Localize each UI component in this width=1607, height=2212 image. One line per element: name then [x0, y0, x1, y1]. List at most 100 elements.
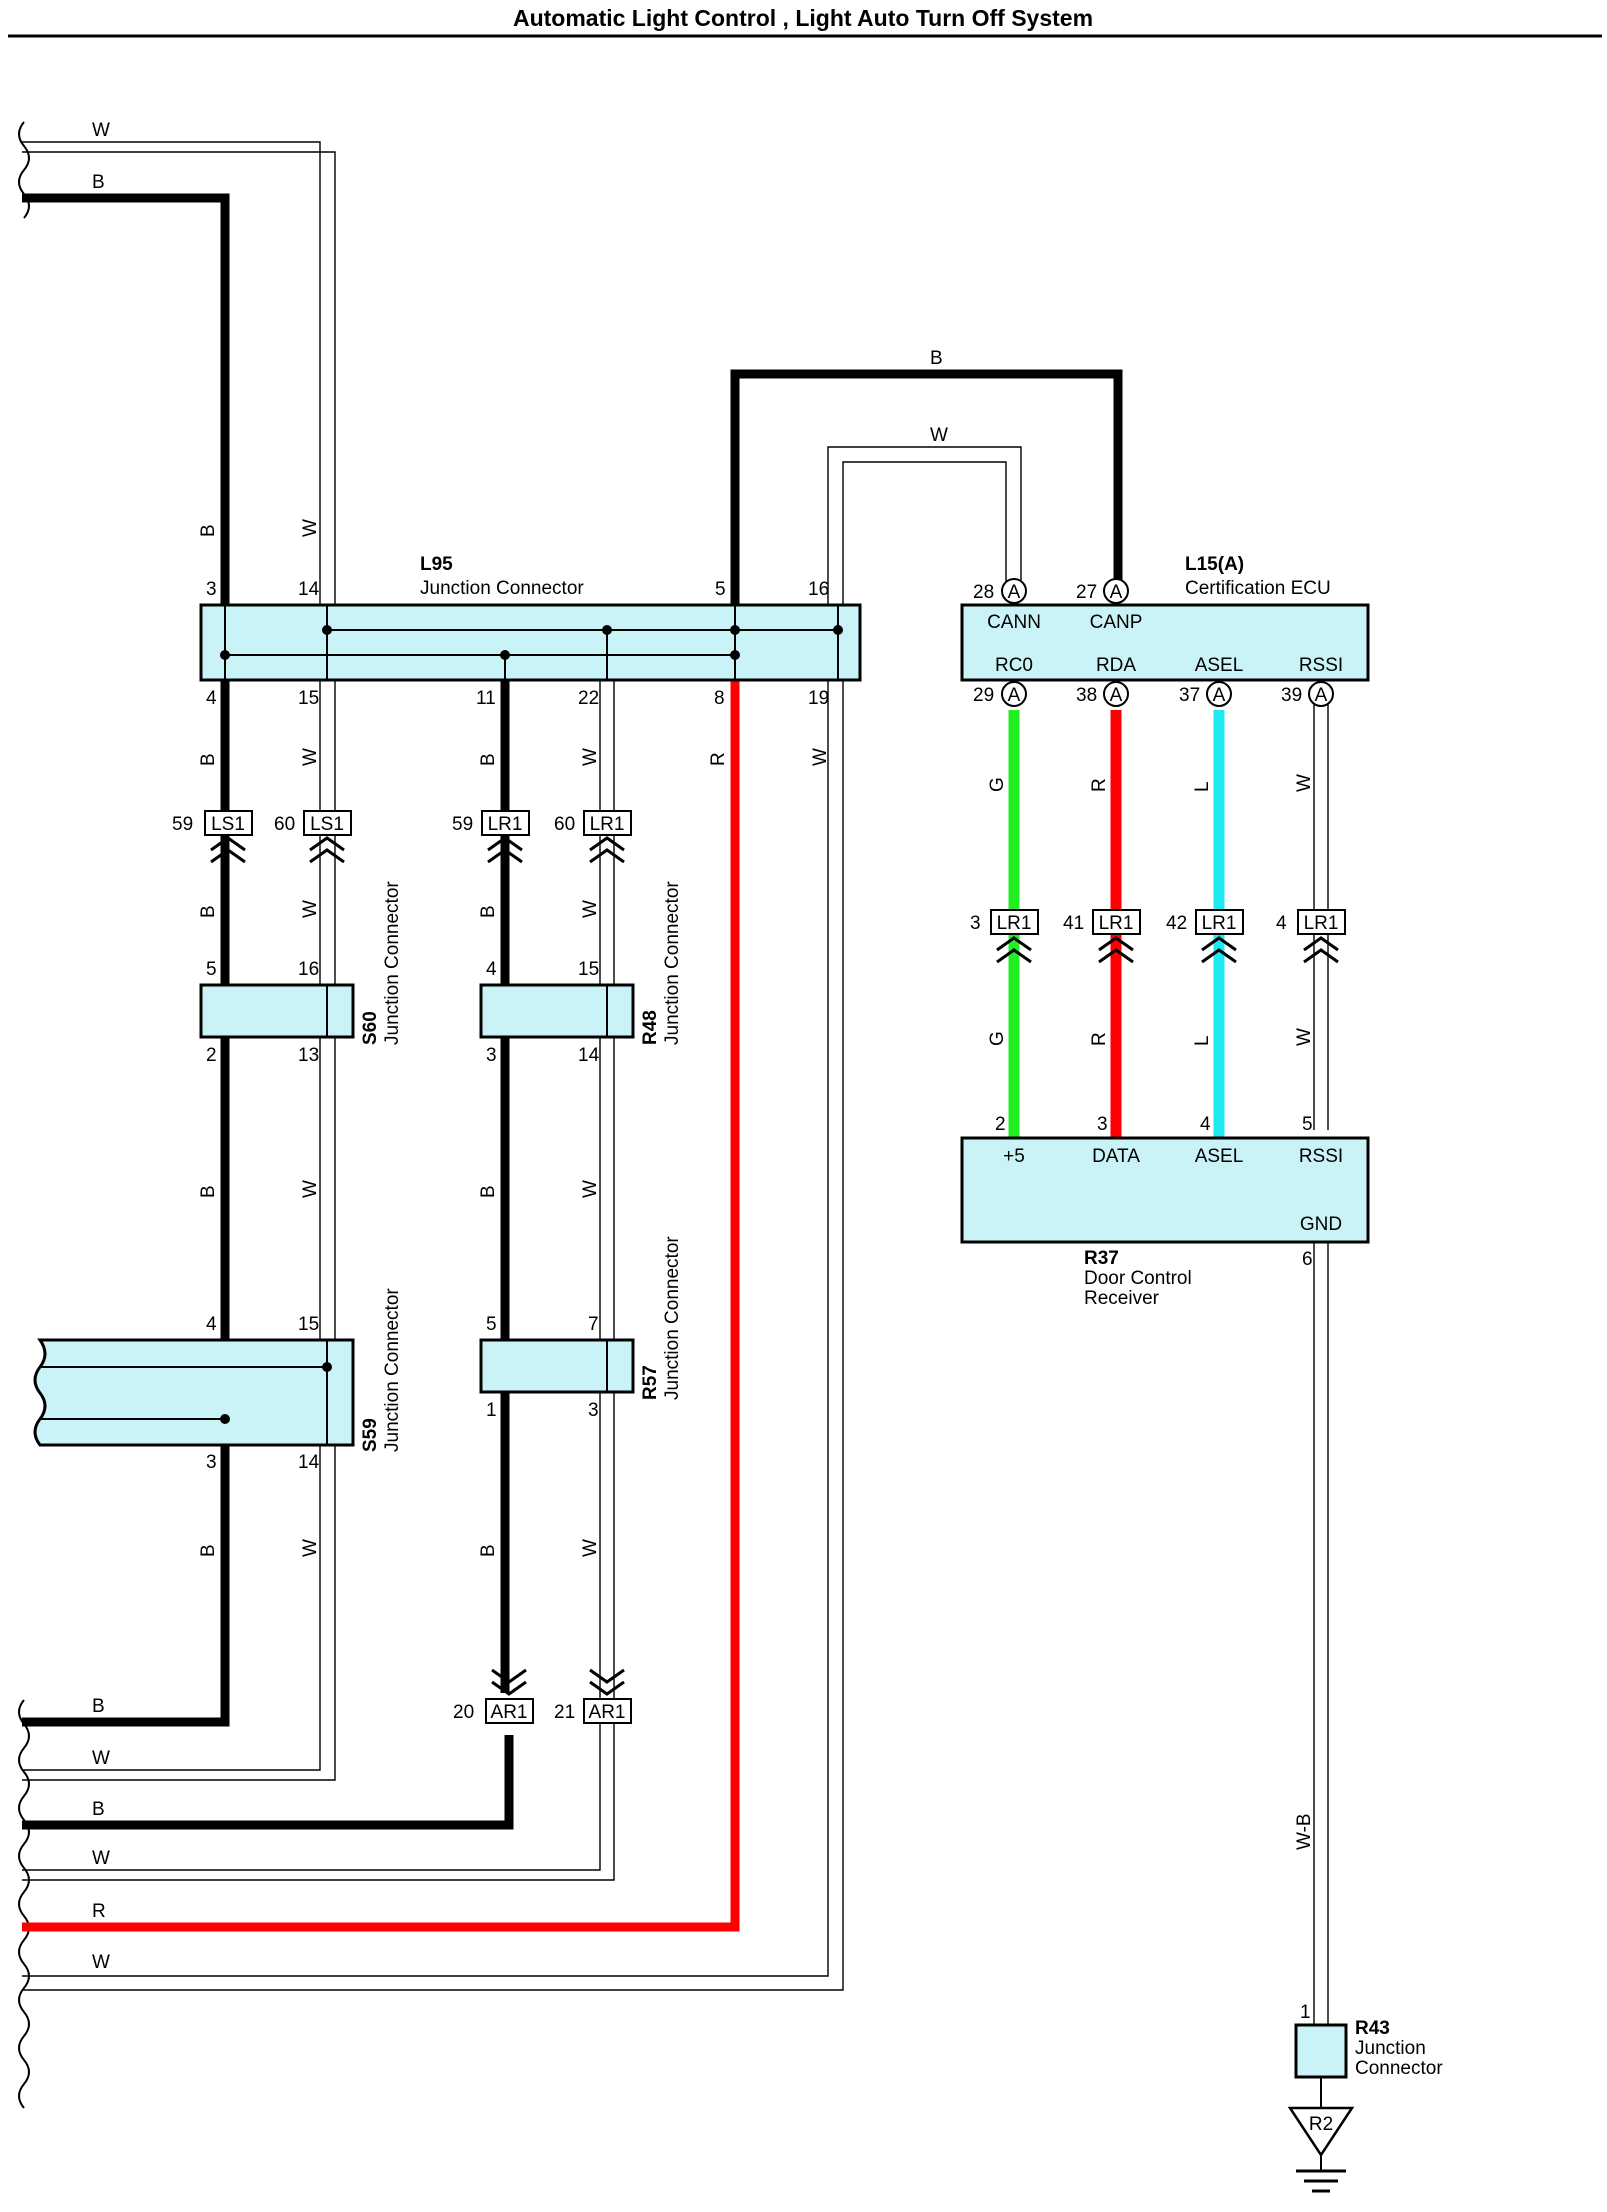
- svg-text:B: B: [478, 1544, 499, 1557]
- L95-pin: 5: [715, 579, 726, 600]
- S60-pin: 5: [206, 959, 217, 980]
- svg-text:R: R: [92, 1901, 106, 1922]
- L15-code: L15(A): [1185, 554, 1244, 575]
- connector-R57: 5 7 1 3 R57 Junction Connector: [479, 1236, 683, 1421]
- R48-pin: 4: [486, 959, 497, 980]
- R37-pin: 3: [1097, 1114, 1108, 1135]
- svg-text:W: W: [300, 1180, 321, 1198]
- L15-term: RDA: [1096, 655, 1136, 676]
- R43-code: R43: [1355, 2018, 1390, 2039]
- R48-code: R48: [640, 1010, 661, 1045]
- R2-code: R2: [1309, 2114, 1333, 2135]
- svg-text:R: R: [1089, 778, 1110, 792]
- R57-name: Junction Connector: [662, 1236, 683, 1400]
- inline-LR1-4: LR1 4: [1276, 909, 1346, 964]
- svg-text:W: W: [580, 748, 601, 766]
- L15-pin: 28: [973, 582, 994, 603]
- wire-labels-vertical: B W B W B W R W B W B W B W B W B W B W …: [198, 519, 1315, 1850]
- svg-text:G: G: [987, 1031, 1008, 1046]
- R48-name: Junction Connector: [662, 881, 683, 1045]
- svg-text:A: A: [1110, 582, 1123, 603]
- svg-text:W: W: [300, 519, 321, 537]
- S60-pin: 13: [298, 1045, 319, 1066]
- svg-text:B: B: [92, 172, 105, 193]
- svg-text:B: B: [198, 753, 219, 766]
- svg-text:W: W: [580, 1180, 601, 1198]
- ground-R2: R2: [1287, 2077, 1355, 2193]
- inline-LR1-42: LR1 42: [1166, 909, 1244, 964]
- L95-pin: 4: [206, 688, 217, 709]
- L15-term: CANN: [987, 612, 1041, 633]
- svg-text:3: 3: [970, 913, 981, 934]
- R57-pin: 3: [588, 1400, 599, 1421]
- inline-LS1-59: LS1 59: [172, 810, 253, 864]
- S60-pin: 16: [298, 959, 319, 980]
- R37-term: DATA: [1092, 1146, 1140, 1167]
- R37-term: GND: [1300, 1214, 1342, 1235]
- svg-text:A: A: [1008, 582, 1021, 603]
- R48-pin: 15: [578, 959, 599, 980]
- svg-text:LR1: LR1: [590, 814, 625, 835]
- terminal-mark: A: [1103, 578, 1129, 604]
- svg-text:A: A: [1213, 685, 1226, 706]
- inline-LR1-41: LR1 41: [1063, 909, 1141, 964]
- svg-text:A: A: [1315, 685, 1328, 706]
- R37-term: ASEL: [1195, 1146, 1244, 1167]
- svg-text:W: W: [92, 120, 110, 141]
- svg-text:L: L: [1192, 1035, 1213, 1046]
- svg-text:LR1: LR1: [1304, 913, 1339, 934]
- terminal-mark: A: [1001, 578, 1027, 604]
- terminal-mark: A: [1308, 681, 1334, 707]
- colored-wires: [22, 680, 1225, 1932]
- R37-term: RSSI: [1299, 1146, 1343, 1167]
- svg-text:LS1: LS1: [211, 814, 245, 835]
- R37-pin: 2: [995, 1114, 1006, 1135]
- R57-code: R57: [640, 1365, 661, 1400]
- connector-R37: +5 DATA ASEL RSSI GND 2 3 4 5 6 R37 Door…: [960, 1114, 1370, 1309]
- R43-name: Connector: [1355, 2058, 1443, 2079]
- R57-pin: 5: [486, 1314, 497, 1335]
- svg-text:B: B: [198, 1185, 219, 1198]
- L95-pin: 19: [808, 688, 829, 709]
- inline-LR1-60: LR1 60: [554, 810, 632, 864]
- connector-L15: L15(A) Certification ECU CANN CANP RC0 R…: [960, 554, 1370, 707]
- R57-pin: 1: [486, 1400, 497, 1421]
- L15-pin: 39: [1281, 685, 1302, 706]
- svg-text:B: B: [198, 1544, 219, 1557]
- L95-pin: 3: [206, 579, 217, 600]
- svg-text:B: B: [92, 1696, 105, 1717]
- break-marks-bottom: [18, 1699, 30, 2109]
- R37-name: Receiver: [1084, 1288, 1160, 1309]
- white-wires: [22, 141, 1329, 2025]
- svg-text:4: 4: [1276, 913, 1287, 934]
- break-marks-top: [18, 121, 30, 219]
- R37-name: Door Control: [1084, 1268, 1192, 1289]
- svg-text:A: A: [1110, 685, 1123, 706]
- L15-pin: 27: [1076, 582, 1097, 603]
- R37-pin: 4: [1200, 1114, 1211, 1135]
- svg-text:W: W: [930, 425, 948, 446]
- svg-text:60: 60: [554, 814, 575, 835]
- L15-pin: 37: [1179, 685, 1200, 706]
- svg-text:LR1: LR1: [488, 814, 523, 835]
- S60-code: S60: [360, 1011, 381, 1045]
- S59-pin: 3: [206, 1452, 217, 1473]
- L15-term: RSSI: [1299, 655, 1343, 676]
- svg-text:B: B: [198, 524, 219, 537]
- svg-text:B: B: [198, 905, 219, 918]
- svg-text:B: B: [478, 753, 499, 766]
- R43-pin: 1: [1300, 2002, 1311, 2023]
- connector-R48: 4 15 3 14 R48 Junction Connector: [479, 881, 683, 1066]
- L15-term: RC0: [995, 655, 1033, 676]
- S59-pin: 15: [298, 1314, 319, 1335]
- svg-text:G: G: [987, 777, 1008, 792]
- L15-pin: 38: [1076, 685, 1097, 706]
- R37-code: R37: [1084, 1248, 1119, 1269]
- L95-pin: 15: [298, 688, 319, 709]
- svg-text:W: W: [300, 900, 321, 918]
- svg-text:LS1: LS1: [310, 814, 344, 835]
- svg-text:W: W: [92, 1952, 110, 1973]
- R37-term: +5: [1003, 1146, 1025, 1167]
- connector-R43: 1 R43 Junction Connector: [1294, 2002, 1443, 2079]
- inline-LR1-3: LR1 3: [970, 909, 1039, 964]
